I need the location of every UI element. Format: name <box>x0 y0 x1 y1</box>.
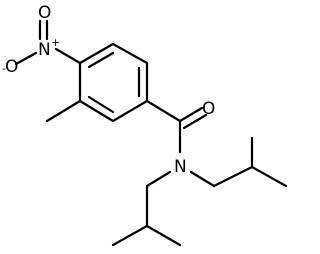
atom-nitro-o-left: O <box>5 57 18 77</box>
bond-carbonyl-co-1 <box>178 106 204 123</box>
bond-ring-bottom-left-inner <box>87 95 115 114</box>
bond-ring-to-nitro-n <box>54 47 82 65</box>
bond-ring-bottom-right <box>111 99 149 123</box>
molecule-structure-diagram: O N + O - O N <box>2 3 288 247</box>
bond-carbonyl-co-2 <box>182 113 208 130</box>
atom-amide-n: N <box>174 157 187 177</box>
molecule-svg: O N + O - O N <box>2 3 288 247</box>
bond-nitro-n-o-left <box>14 51 38 66</box>
bond-ch-to-methyl-left <box>111 224 149 247</box>
bond-ring-bottom-left <box>78 99 115 123</box>
nitro-group: O N + O - <box>2 3 82 77</box>
bond-ch2-to-ch-right <box>212 165 254 188</box>
bond-methyl <box>45 99 82 123</box>
bond-ring-top <box>78 42 115 65</box>
bond-ring-to-carbonyl-c <box>145 99 182 123</box>
amide-carbonyl: O <box>145 99 215 154</box>
atom-nitro-o-left-charge: - <box>2 62 6 75</box>
isobutyl-right <box>189 136 288 188</box>
atom-nitro-n: N <box>38 40 51 60</box>
atom-carbonyl-o: O <box>202 99 215 119</box>
bond-ring-top-right <box>111 42 149 65</box>
amide-nitrogen: N <box>174 157 187 177</box>
isobutyl-left <box>111 170 182 247</box>
benzene-ring <box>78 42 149 123</box>
bond-n-to-ch2-right <box>189 170 216 188</box>
bond-ring-top-inner <box>87 51 115 69</box>
bond-n-to-ch2-left <box>145 170 172 188</box>
bond-ch-to-methyl-right <box>145 224 182 247</box>
bond-ch-to-methyl-right-down <box>250 165 288 188</box>
atom-nitro-n-charge: + <box>51 36 60 49</box>
atom-nitro-o-top: O <box>38 3 51 23</box>
